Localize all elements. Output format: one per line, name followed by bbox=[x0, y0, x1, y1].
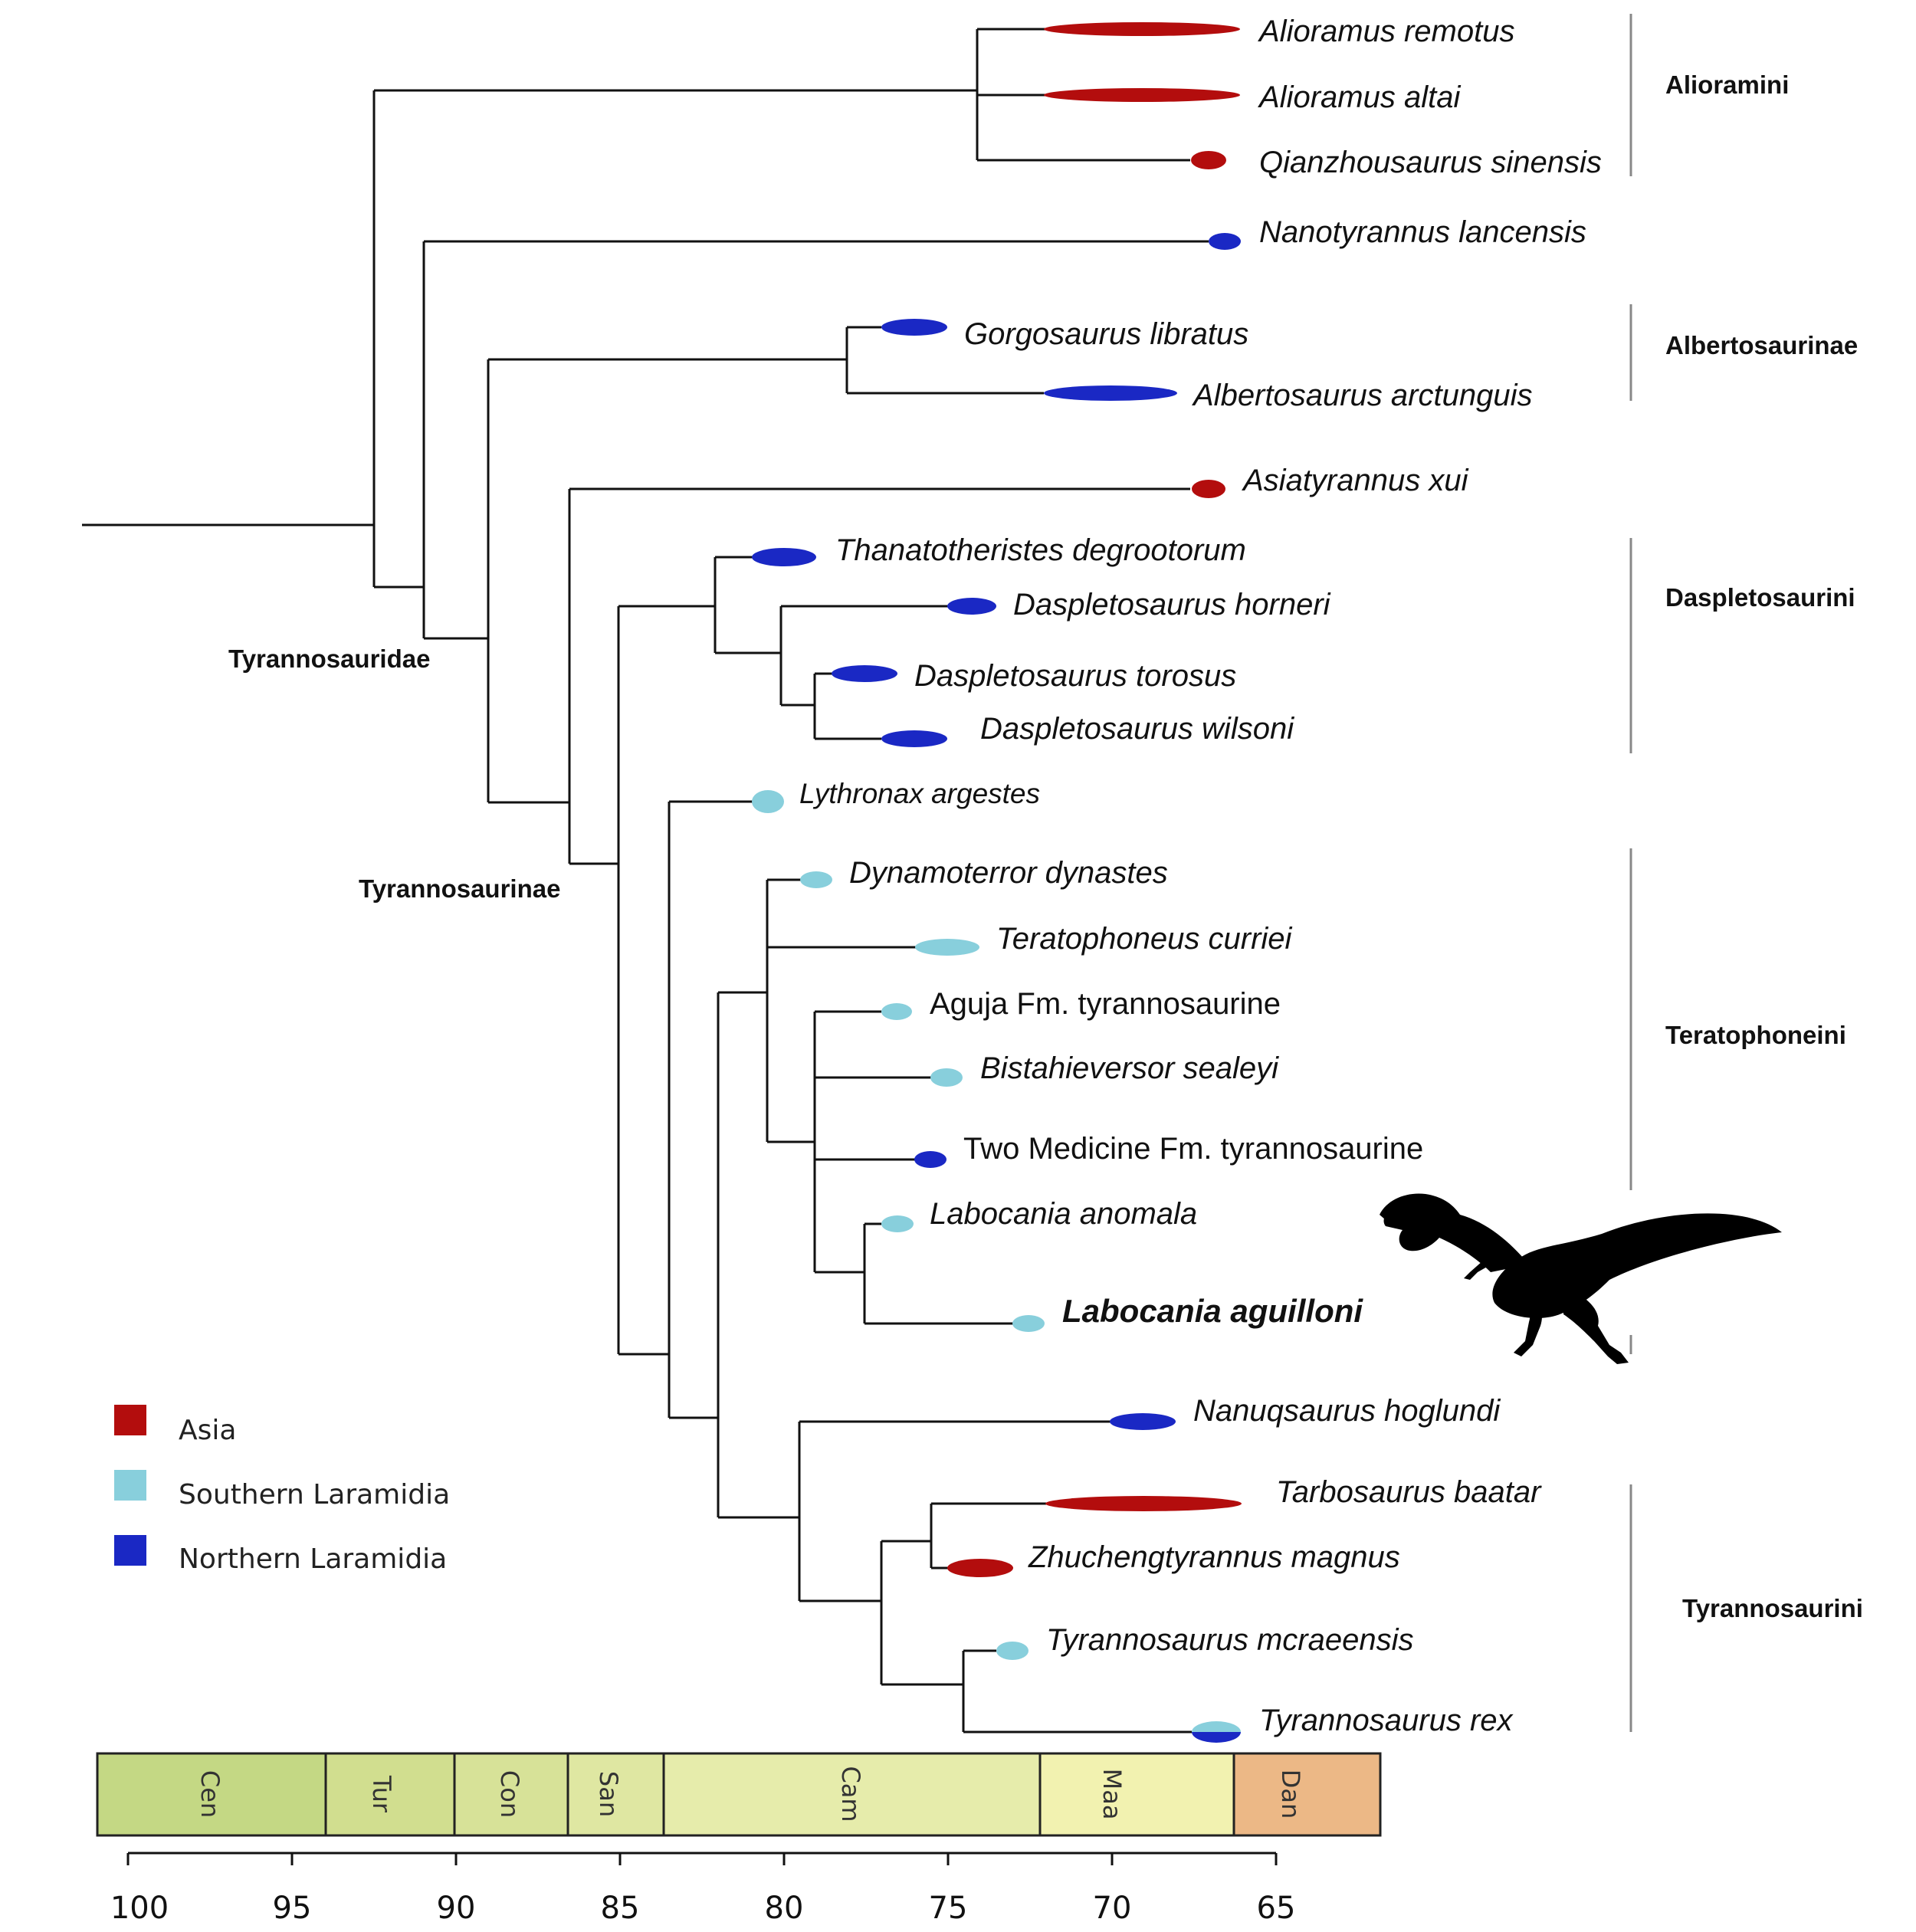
taxon-label: Tyrannosaurus mcraeensis bbox=[1046, 1623, 1413, 1657]
range-l-aguilloni bbox=[1012, 1315, 1045, 1332]
taxon-labels: Alioramus remotus Alioramus altai Qianzh… bbox=[799, 15, 1602, 1737]
stage-label: Cam bbox=[836, 1766, 865, 1822]
range-d-horneri bbox=[947, 598, 996, 615]
stage-label: Dan bbox=[1276, 1770, 1305, 1819]
taxon-label: Dynamoterror dynastes bbox=[849, 856, 1168, 890]
range-albertosaurus bbox=[1044, 385, 1177, 401]
stage-dan bbox=[1234, 1753, 1380, 1835]
clade-label-teratophoneini: Teratophoneini bbox=[1665, 1021, 1846, 1049]
taxon-label: Daspletosaurus torosus bbox=[914, 659, 1236, 693]
stage-label: Maa bbox=[1097, 1769, 1127, 1820]
tyrannosaur-silhouette bbox=[1380, 1193, 1782, 1364]
stage-label: Con bbox=[495, 1770, 524, 1818]
taxon-label: Thanatotheristes degrootorum bbox=[835, 533, 1246, 567]
taxon-label: Lythronax argestes bbox=[799, 778, 1040, 809]
taxon-label: Bistahieversor sealeyi bbox=[980, 1051, 1279, 1085]
axis-tick-label: 65 bbox=[1257, 1891, 1296, 1926]
taxon-label: Tarbosaurus baatar bbox=[1276, 1475, 1542, 1509]
clade-label-tyrannosaurinae: Tyrannosaurinae bbox=[359, 874, 560, 903]
stage-san bbox=[568, 1753, 664, 1835]
legend-swatch-northern-laramidia bbox=[114, 1535, 146, 1566]
stage-tur bbox=[326, 1753, 454, 1835]
range-nanotyrannus bbox=[1209, 233, 1241, 250]
range-d-torosus bbox=[832, 665, 897, 682]
tree-branches bbox=[82, 28, 1209, 1734]
timescale-frame bbox=[96, 1752, 1382, 1837]
range-two-medicine bbox=[914, 1151, 947, 1168]
stage-con bbox=[454, 1753, 568, 1835]
range-qianzhousaurus bbox=[1191, 151, 1226, 169]
taxon-label: Nanuqsaurus hoglundi bbox=[1193, 1394, 1501, 1428]
range-l-anomala bbox=[881, 1215, 914, 1232]
taxon-label: Zhuchengtyrannus magnus bbox=[1028, 1540, 1400, 1574]
range-tarbosaurus bbox=[1045, 1496, 1242, 1511]
timescale: Cen Tur Con San Cam Maa Dan bbox=[96, 1752, 1382, 1837]
time-axis: 100 95 90 85 80 75 70 65 bbox=[110, 1852, 1296, 1926]
taxon-label: Alioramus remotus bbox=[1258, 15, 1514, 48]
axis-tick-label: 80 bbox=[765, 1891, 804, 1926]
axis-tick-label: 75 bbox=[929, 1891, 968, 1926]
range-zhuchengtyrannus bbox=[947, 1559, 1013, 1577]
clade-label-tyrannosauridae: Tyrannosauridae bbox=[228, 645, 430, 673]
clade-label-albertosaurinae: Albertosaurinae bbox=[1665, 331, 1858, 359]
range-bistahieversor bbox=[930, 1068, 963, 1087]
range-alioramus-altai bbox=[1044, 88, 1240, 102]
range-dynamoterror bbox=[800, 871, 832, 888]
range-alioramus-remotus bbox=[1044, 22, 1240, 36]
range-asiatyrannus bbox=[1192, 480, 1225, 498]
range-t-mcraeensis bbox=[996, 1642, 1029, 1660]
range-t-rex-northern bbox=[1192, 1732, 1241, 1743]
taxon-label: Tyrannosaurus rex bbox=[1259, 1704, 1514, 1737]
legend-swatch-asia bbox=[114, 1405, 146, 1435]
axis-tick-label: 95 bbox=[273, 1891, 312, 1926]
taxon-label: Alioramus altai bbox=[1258, 80, 1461, 114]
legend-label-asia: Asia bbox=[179, 1415, 236, 1446]
legend-label-southern-laramidia: Southern Laramidia bbox=[179, 1479, 450, 1511]
range-thanatotheristes bbox=[752, 548, 816, 566]
taxon-label: Daspletosaurus wilsoni bbox=[980, 712, 1294, 746]
range-nanuqsaurus bbox=[1110, 1413, 1176, 1430]
taxon-label: Albertosaurus arctunguis bbox=[1192, 379, 1532, 412]
range-gorgosaurus bbox=[881, 319, 947, 336]
taxon-label: Daspletosaurus horneri bbox=[1013, 588, 1331, 622]
axis-tick-label: 70 bbox=[1093, 1891, 1132, 1926]
clade-brackets: Alioramini Albertosaurinae Daspletosauri… bbox=[228, 14, 1863, 1732]
range-ellipses bbox=[752, 22, 1242, 1743]
stage-label: San bbox=[594, 1771, 623, 1817]
axis-tick-label: 100 bbox=[110, 1891, 169, 1926]
taxon-label: Two Medicine Fm. tyrannosaurine bbox=[963, 1132, 1423, 1166]
legend-swatch-southern-laramidia bbox=[114, 1470, 146, 1501]
range-t-rex-southern bbox=[1192, 1721, 1241, 1732]
axis-tick-label: 85 bbox=[601, 1891, 640, 1926]
stage-cam bbox=[664, 1753, 1040, 1835]
range-lythronax bbox=[752, 790, 784, 813]
taxon-label-highlight: Labocania aguilloni bbox=[1062, 1293, 1363, 1329]
taxon-label: Labocania anomala bbox=[930, 1197, 1197, 1231]
axis-tick-label: 90 bbox=[437, 1891, 476, 1926]
range-aguja bbox=[881, 1003, 912, 1020]
clade-label-tyrannosaurini: Tyrannosaurini bbox=[1682, 1594, 1863, 1622]
stage-label: Cen bbox=[195, 1770, 225, 1818]
range-d-wilsoni bbox=[881, 730, 947, 747]
legend: Asia Southern Laramidia Northern Laramid… bbox=[114, 1405, 450, 1575]
taxon-label: Teratophoneus curriei bbox=[996, 922, 1293, 956]
taxon-label: Nanotyrannus lancensis bbox=[1259, 215, 1586, 249]
stage-maa bbox=[1040, 1753, 1234, 1835]
stage-cen bbox=[97, 1753, 326, 1835]
taxon-label: Aguja Fm. tyrannosaurine bbox=[930, 987, 1281, 1021]
legend-label-northern-laramidia: Northern Laramidia bbox=[179, 1543, 447, 1575]
clade-label-daspletosaurini: Daspletosaurini bbox=[1665, 583, 1855, 612]
taxon-label: Qianzhousaurus sinensis bbox=[1259, 146, 1602, 179]
stage-label: Tur bbox=[367, 1775, 396, 1813]
taxon-label: Gorgosaurus libratus bbox=[964, 317, 1248, 351]
range-teratophoneus bbox=[915, 939, 979, 956]
clade-label-alioramini: Alioramini bbox=[1665, 71, 1789, 99]
taxon-label: Asiatyrannus xui bbox=[1242, 464, 1469, 497]
